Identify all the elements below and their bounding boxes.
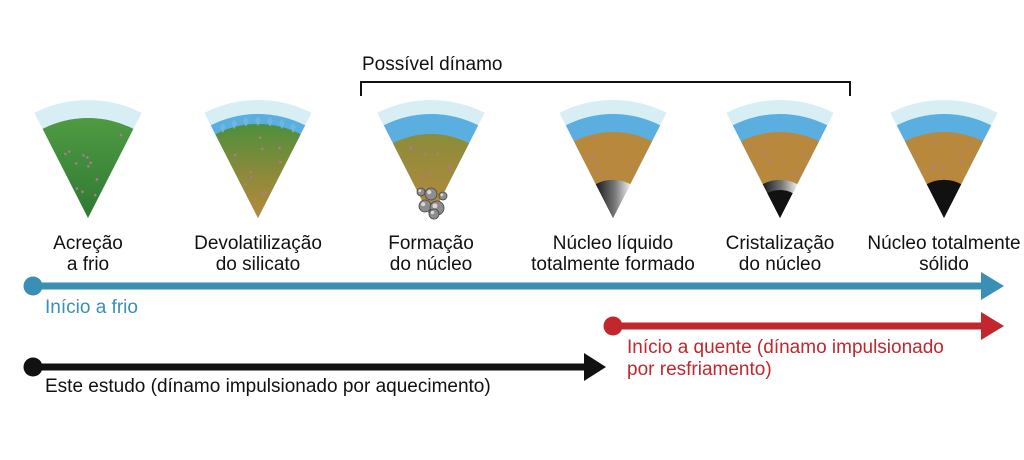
cold-start-label: Início a frio <box>45 297 138 318</box>
start-dot-cold-start <box>23 276 43 296</box>
start-dot-this-study <box>23 357 43 377</box>
wedge-core-formation <box>377 100 485 220</box>
wedge-accretion <box>34 100 142 218</box>
stage-label-accretion-line2: a frio <box>66 254 110 275</box>
stage-label-solid-core-line1: Núcleo totalmente <box>867 233 1021 254</box>
stage-label-devolatilization-line2: do silicato <box>215 254 301 275</box>
hot-start-label-line1: Início a quente (dínamo impulsionado <box>627 337 944 358</box>
stage-label-core-formation-line2: do núcleo <box>389 254 473 275</box>
this-study-label: Este estudo (dínamo impulsionado por aqu… <box>45 376 491 397</box>
stage-label-crystallization-line1: Cristalização <box>725 233 835 254</box>
hot-start-label: Início a quente (dínamo impulsionado por… <box>627 337 944 381</box>
wedge-solid-core <box>890 100 998 218</box>
arrow-head-this-study <box>584 353 606 381</box>
stage-label-solid-core-line2: sólido <box>919 254 969 275</box>
stage-label-solid-core: Núcleo totalmente sólido <box>867 233 1020 275</box>
stage-label-accretion: Acreção a frio <box>53 233 123 275</box>
stage-label-core-formation: Formação do núcleo <box>388 233 474 275</box>
timeline-hot-start <box>603 312 1004 340</box>
wedge-devolatilization <box>204 100 312 218</box>
dynamo-label: Possível dínamo <box>362 54 503 75</box>
stage-label-crystallization-line2: do núcleo <box>738 254 822 275</box>
wedge-crystallization <box>726 100 834 218</box>
stage-label-accretion-line1: Acreção <box>53 233 123 254</box>
stage-label-liquid-core-line2: totalmente formado <box>531 254 695 275</box>
stage-label-liquid-core-line1: Núcleo líquido <box>552 233 674 254</box>
start-dot-hot-start <box>603 316 623 336</box>
timeline-this-study <box>23 353 606 381</box>
timeline-cold-start <box>23 272 1004 300</box>
arrow-head-hot-start <box>981 312 1004 340</box>
stage-label-core-formation-line1: Formação <box>388 233 474 254</box>
wedge-liquid-core <box>559 100 667 218</box>
stage-label-devolatilization-line1: Devolatilização <box>194 233 322 254</box>
dynamo-bracket <box>360 81 851 96</box>
arrow-head-cold-start <box>981 272 1004 300</box>
stage-label-liquid-core: Núcleo líquido totalmente formado <box>531 233 695 275</box>
stage-label-devolatilization: Devolatilização do silicato <box>194 233 322 275</box>
stage-label-crystallization: Cristalização do núcleo <box>726 233 835 275</box>
hot-start-label-line2: por resfriamento) <box>627 359 772 380</box>
